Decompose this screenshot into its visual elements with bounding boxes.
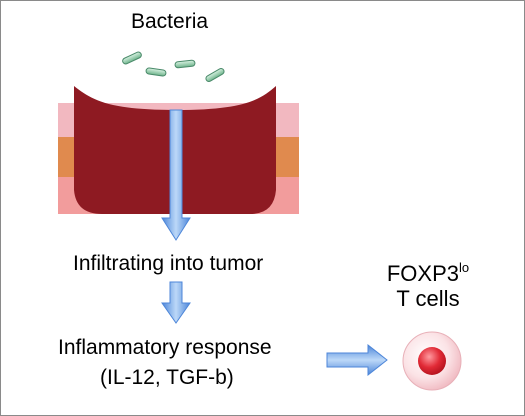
bacteria-group [122, 51, 225, 82]
bacterium-icon [145, 67, 167, 77]
bacterium-icon [174, 59, 196, 69]
t-cells-text: T cells [396, 286, 460, 312]
foxp3-text: FOXP3 [386, 261, 459, 286]
bacterium-icon [122, 51, 142, 65]
t-cell-icon [402, 331, 462, 391]
arrow-down-icon [161, 281, 191, 324]
cell-nucleus [418, 347, 446, 375]
bacterium-icon [205, 68, 225, 82]
bacteria-label: Bacteria [131, 10, 209, 33]
infiltrating-label: Infiltrating into tumor [73, 252, 264, 275]
arrow-down-icon [161, 109, 191, 241]
inflammatory-label: Inflammatory response [58, 336, 272, 359]
t-cell-label: FOXP3lo T cells [378, 260, 478, 312]
foxp3-superscript: lo [459, 260, 470, 275]
cytokines-label: (IL-12, TGF-b) [100, 366, 234, 389]
arrow-right-icon [326, 343, 388, 377]
